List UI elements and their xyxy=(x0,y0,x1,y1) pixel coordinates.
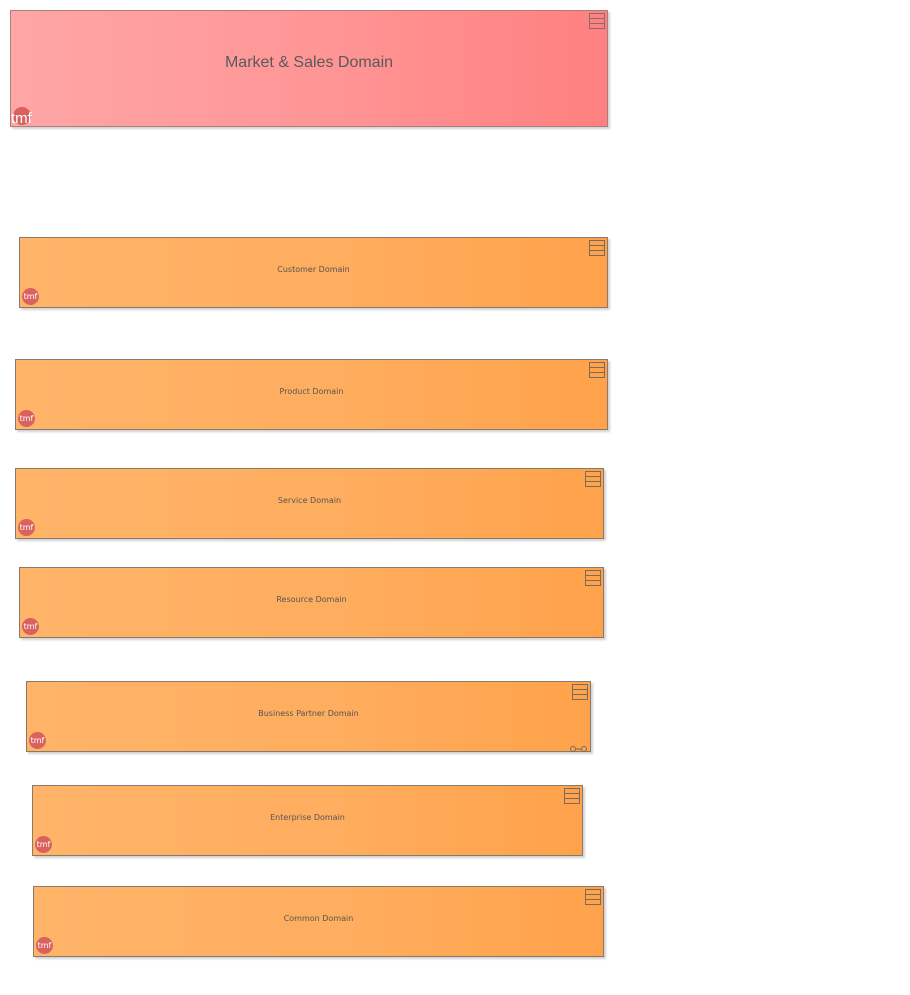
tmf-badge-icon: tmf xyxy=(36,937,53,954)
enterprise-domain-label: Enterprise Domain xyxy=(270,813,345,822)
package-icon xyxy=(572,684,588,700)
tmf-badge-icon: tmf xyxy=(35,836,52,853)
tmf-badge-icon: tmf xyxy=(11,107,32,127)
resource-domain-label: Resource Domain xyxy=(276,595,347,604)
market-sales-domain-label: Market & Sales Domain xyxy=(224,54,394,71)
enterprise-domain-element[interactable]: Enterprise Domain tmf xyxy=(32,785,583,856)
common-domain-label: Common Domain xyxy=(283,914,354,923)
package-icon xyxy=(585,570,601,586)
package-icon xyxy=(589,362,605,378)
package-icon xyxy=(585,889,601,905)
product-domain-element[interactable]: Product Domain tmf xyxy=(15,359,608,430)
package-icon xyxy=(585,471,601,487)
link-icon xyxy=(570,738,587,752)
resource-domain-element[interactable]: Resource Domain tmf xyxy=(19,567,604,638)
customer-domain-label: Customer Domain xyxy=(277,265,350,274)
market-sales-domain-element[interactable]: Market & Sales Domain tmf xyxy=(10,10,608,127)
business-partner-domain-label: Business Partner Domain xyxy=(258,709,359,718)
common-domain-element[interactable]: Common Domain tmf xyxy=(33,886,604,957)
tmf-badge-icon: tmf xyxy=(22,288,39,305)
tmf-badge-icon: tmf xyxy=(18,410,35,427)
tmf-badge-icon: tmf xyxy=(29,732,46,749)
tmf-badge-icon: tmf xyxy=(18,519,35,536)
package-icon xyxy=(589,240,605,256)
tmf-badge-text: tmf xyxy=(11,110,32,127)
tmf-badge-icon: tmf xyxy=(22,618,39,635)
tmf-badge-dot xyxy=(13,107,31,125)
customer-domain-element[interactable]: Customer Domain tmf xyxy=(19,237,608,308)
package-icon xyxy=(589,13,605,29)
service-domain-element[interactable]: Service Domain tmf xyxy=(15,468,604,539)
service-domain-label: Service Domain xyxy=(277,496,342,505)
business-partner-domain-element[interactable]: Business Partner Domain tmf xyxy=(26,681,591,752)
product-domain-label: Product Domain xyxy=(279,387,344,396)
package-icon xyxy=(564,788,580,804)
